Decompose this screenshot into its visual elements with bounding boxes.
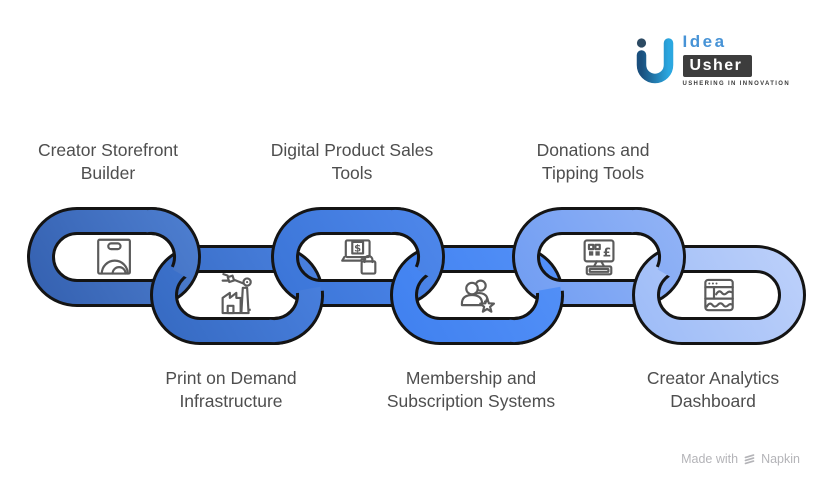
- svg-text:$: $: [354, 244, 361, 255]
- credit-made-with-text: Made with: [681, 452, 739, 466]
- link-label: Membership and Subscription Systems: [386, 368, 556, 412]
- chain-weave-patch-3: [505, 286, 564, 345]
- link-label: Print on Demand Infrastructure: [165, 368, 297, 412]
- chain-link-5: [632, 245, 806, 345]
- members-star-icon: [460, 279, 496, 313]
- analytics-window-icon: [704, 278, 734, 312]
- logo-usher-text: Usher: [682, 54, 753, 77]
- logo-tagline: USHERING IN INNOVATION: [682, 80, 790, 87]
- idea-usher-mark-icon: [636, 38, 673, 84]
- link-label: Digital Product Sales Tools: [270, 140, 434, 184]
- storefront-icon: [97, 238, 131, 275]
- factory-robot-icon: [221, 273, 252, 315]
- svg-text:£: £: [603, 245, 612, 259]
- napkin-icon: [744, 453, 755, 464]
- credit-brand-text: Napkin: [761, 452, 800, 466]
- chain-weave-patch-2: [386, 207, 445, 281]
- link-label: Donations and Tipping Tools: [536, 140, 650, 184]
- chain-weave-patch-4: [627, 207, 686, 281]
- laptop-sales-icon: $: [341, 239, 377, 275]
- idea-usher-logo: Idea Usher USHERING IN INNOVATION: [632, 32, 790, 93]
- chain-weave-patch-0: [142, 207, 201, 281]
- monitor-pound-icon: £: [583, 239, 615, 276]
- link-label: Creator Storefront Builder: [37, 140, 179, 184]
- logo-idea-text: Idea: [682, 32, 727, 51]
- link-label: Creator Analytics Dashboard: [646, 368, 780, 412]
- chain-weave-patch-1: [265, 286, 324, 345]
- napkin-credit[interactable]: Made with Napkin: [681, 452, 800, 466]
